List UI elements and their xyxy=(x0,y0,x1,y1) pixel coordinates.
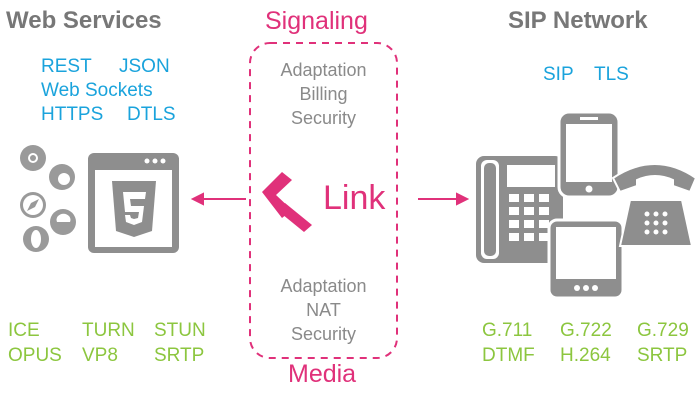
opera-icon xyxy=(23,226,49,252)
tablet-phone-icon xyxy=(547,218,625,300)
protocol-websockets: Web Sockets xyxy=(41,80,153,101)
web-services-title: Web Services xyxy=(6,7,162,34)
codec-h264: H.264 xyxy=(560,345,611,366)
protocol-json: JSON xyxy=(119,56,170,77)
codec-g729: G.729 xyxy=(637,320,689,341)
link-logo-icon xyxy=(262,172,312,232)
signaling-item-adaptation: Adaptation xyxy=(280,60,367,80)
protocol-tls: TLS xyxy=(594,64,629,85)
arrow-to-sip xyxy=(418,192,470,206)
codec-stun: STUN xyxy=(154,320,206,341)
codec-srtp-web: SRTP xyxy=(154,345,205,366)
link-dashed-box xyxy=(249,42,398,359)
protocol-sip: SIP xyxy=(543,64,574,85)
media-title: Media xyxy=(288,360,357,388)
signaling-title: Signaling xyxy=(265,7,368,35)
firefox-icon xyxy=(49,164,75,190)
codec-srtp-sip: SRTP xyxy=(637,345,688,366)
media-item-security: Security xyxy=(290,324,357,344)
mobile-phone-icon xyxy=(557,110,621,199)
codec-ice: ICE xyxy=(8,320,40,341)
protocol-https: HTTPS xyxy=(41,104,104,125)
codec-g711: G.711 xyxy=(482,320,533,341)
protocol-dtls: DTLS xyxy=(127,104,176,125)
codec-turn: TURN xyxy=(82,320,135,341)
chrome-icon xyxy=(20,145,46,171)
link-label: Link xyxy=(323,179,386,217)
arrow-to-web xyxy=(190,192,246,206)
desk-phone-icon xyxy=(476,156,563,263)
media-item-nat: NAT xyxy=(306,300,341,320)
sip-network-title: SIP Network xyxy=(508,7,648,34)
safari-icon xyxy=(20,192,46,218)
media-item-adaptation: Adaptation xyxy=(280,276,367,296)
old-telephone-icon xyxy=(611,163,696,247)
edge-icon xyxy=(50,209,76,235)
signaling-item-billing: Billing xyxy=(299,84,348,104)
codec-vp8: VP8 xyxy=(82,345,118,366)
protocol-rest: REST xyxy=(41,56,92,77)
codec-g722: G.722 xyxy=(560,320,612,341)
signaling-item-security: Security xyxy=(290,108,357,128)
codec-dtmf: DTMF xyxy=(482,345,535,366)
codec-opus: OPUS xyxy=(8,345,62,366)
html5-icon xyxy=(112,181,156,237)
